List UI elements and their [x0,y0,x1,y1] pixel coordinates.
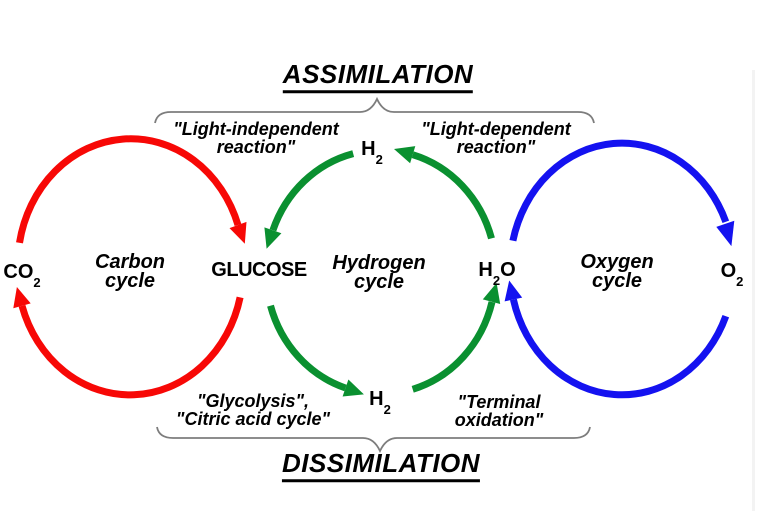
h2-bottom-subscript: 2 [383,401,391,417]
hydrogen-arrowhead-at-h2-bottom [342,379,364,397]
light-dependent-reaction-label: "Light-dependent reaction" [421,120,571,156]
glucose-label: GLUCOSE [211,258,307,281]
hydrogen-cycle-bottomleft-arc [267,304,347,392]
dissimilation-brace [156,426,591,454]
carbon-arrowhead-at-co2 [13,287,31,309]
o2-label: O2 [720,259,744,288]
glucose-text: GLUCOSE [211,258,307,281]
h2-top-text: H [361,137,376,160]
hydrogen-cycle-topright-arc [411,151,495,240]
image-edge-line [752,70,755,511]
carbon-arrowhead-at-glucose [229,221,247,244]
carbon-cycle-line2: cycle [104,270,156,292]
co2-text: CO [3,260,34,283]
oxygen-cycle-line2: cycle [591,270,643,292]
h2-top-subscript: 2 [375,151,383,167]
hydrogen-arrowhead-at-h2o [482,282,501,304]
glycolysis-line2: "Citric acid cycle" [175,409,331,429]
light-independent-line2: reaction" [216,137,296,157]
glycolysis-citric-acid-label: "Glycolysis", "Citric acid cycle" [176,392,330,428]
carbon-cycle-bottom-arc [18,296,244,399]
assimilation-brace [154,96,595,124]
o2-subscript: 2 [736,273,744,289]
hydrogen-cycle-label: Hydrogen cycle [332,252,426,293]
terminal-oxidation-line1: "Terminal [457,392,541,412]
oxygen-cycle-label: Oxygen cycle [580,251,654,292]
h2-top-label: H2 [361,137,383,166]
oxygen-cycle-line1: Oxygen [580,251,654,273]
light-dependent-line1: "Light-dependent [421,119,571,139]
h2o-label: H2O [478,258,516,287]
hydrogen-cycle-line1: Hydrogen [332,252,426,274]
hydrogen-cycle-topleft-arc [269,150,355,232]
terminal-oxidation-label: "Terminal oxidation" [455,393,544,429]
co2-subscript: 2 [33,274,41,290]
oxygen-cycle-bottom-arc [509,298,730,399]
h2o-subscript: 2 [492,272,501,288]
hydrogen-cycle-line2: cycle [353,271,405,293]
terminal-oxidation-line2: oxidation" [454,410,544,430]
oxygen-arrowhead-at-h2o [504,280,523,302]
oxygen-arrowhead-at-o2 [716,220,735,247]
hydrogen-arrowhead-at-glucose [264,227,282,249]
h2-bottom-text: H [369,387,384,410]
o2-text: O [720,259,737,282]
co2-label: CO2 [3,260,40,289]
h2o-post: O [500,258,516,281]
glycolysis-line1: "Glycolysis", [196,391,310,411]
light-dependent-line2: reaction" [456,137,536,157]
dissimilation-title-text: DISSIMILATION [281,450,481,482]
hydrogen-cycle-bottomright-arc [411,301,496,393]
light-independent-reaction-label: "Light-independent reaction" [173,120,339,156]
carbon-cycle-label: Carbon cycle [95,251,165,292]
carbon-cycle-top-arc [16,135,242,244]
assimilation-title-text: ASSIMILATION [282,61,474,93]
dissimilation-title: DISSIMILATION [281,450,481,482]
hydrogen-arrowhead-at-h2-top [394,146,416,164]
assimilation-title: ASSIMILATION [282,61,474,93]
light-independent-line1: "Light-independent [173,119,339,139]
carbon-cycle-line1: Carbon [95,251,165,273]
h2-bottom-label: H2 [369,387,391,416]
h2o-text: H [478,258,493,281]
oxygen-cycle-top-arc [509,139,730,242]
